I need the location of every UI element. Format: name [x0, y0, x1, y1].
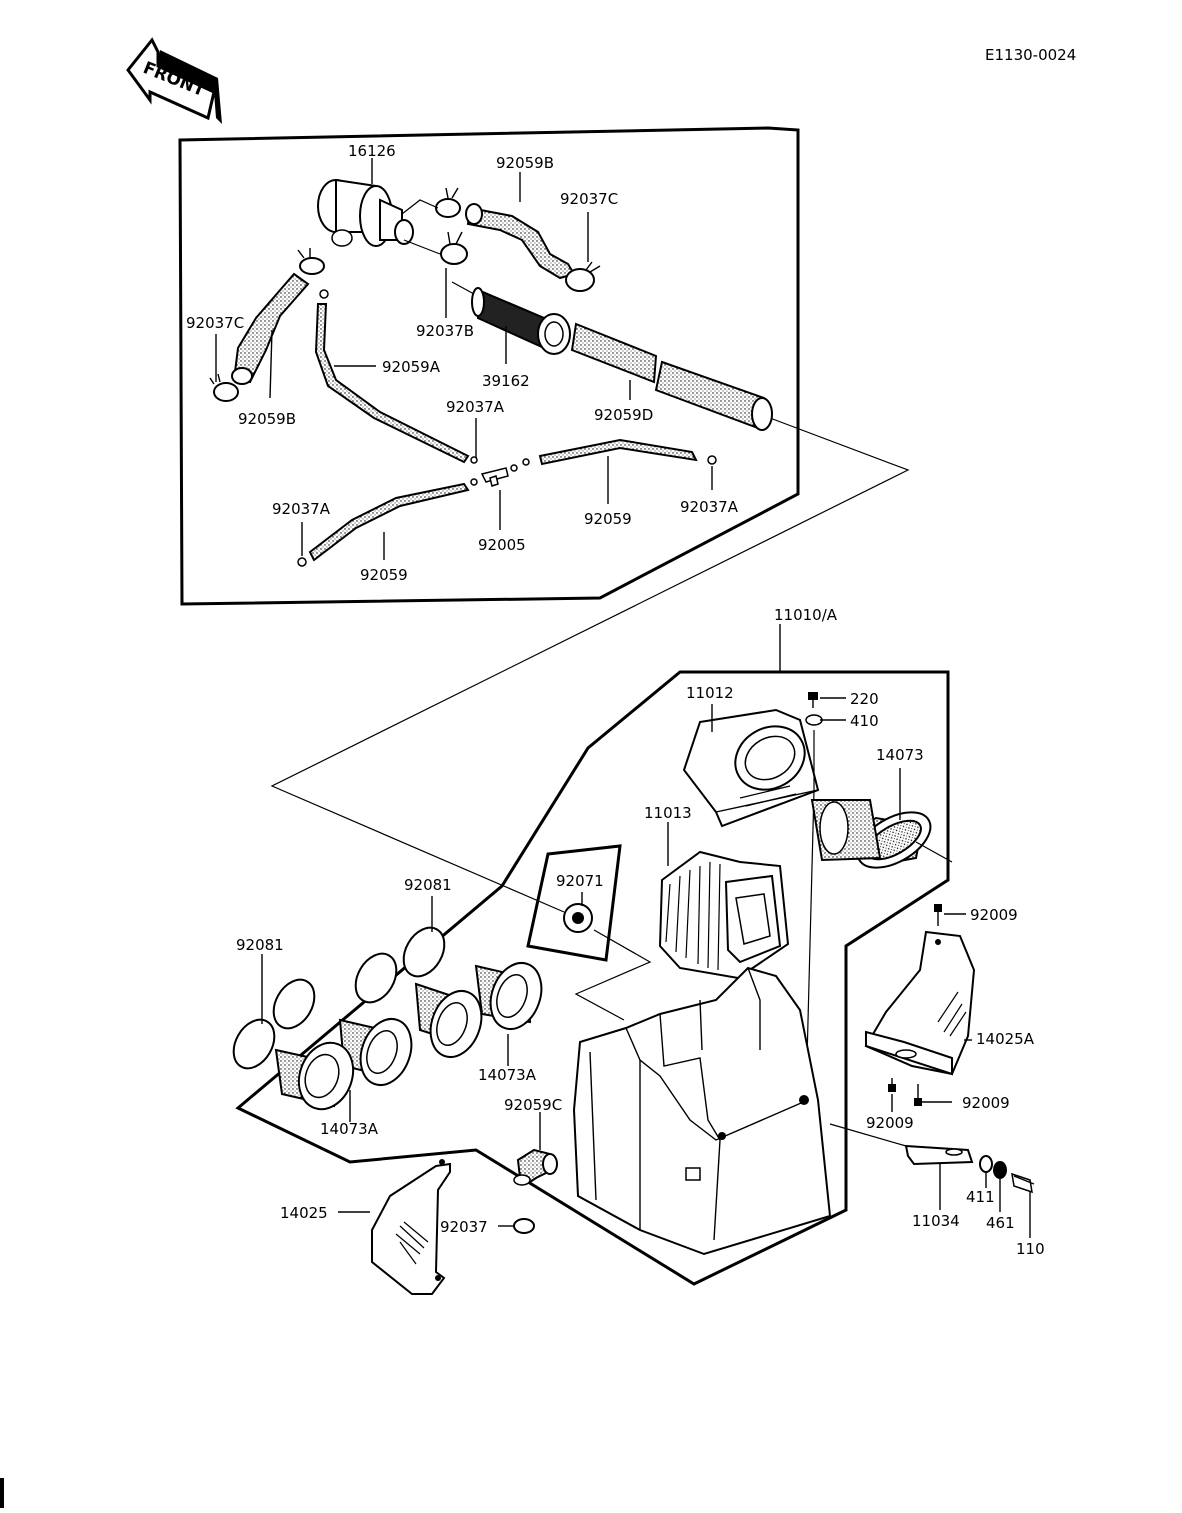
intake-duct-14073	[810, 799, 932, 869]
grommet-92071	[563, 903, 593, 933]
bolt-92009-top	[934, 904, 942, 926]
bolt-110	[1011, 1172, 1035, 1194]
nut-461	[993, 1161, 1007, 1179]
valve-housing-16126	[317, 178, 414, 247]
label-92059-left: 92059	[360, 566, 408, 584]
dashed-connector-upper	[270, 417, 910, 913]
rings-92081	[232, 926, 446, 1070]
hose-92059d	[570, 322, 658, 384]
washer-411	[979, 1155, 993, 1173]
label-220: 220	[850, 690, 879, 708]
air-box-housing	[572, 966, 832, 1256]
label-92037a-right: 92037A	[680, 498, 739, 516]
leader-lines-lower	[261, 697, 1031, 1238]
label-410: 410	[850, 712, 879, 730]
cover-14025	[371, 1159, 451, 1295]
label-92037a-mid: 92037A	[446, 398, 505, 416]
elbow-92059c	[513, 1148, 558, 1186]
bolt-92009-right	[914, 1084, 922, 1106]
cover-14025a	[864, 930, 976, 1076]
label-14025: 14025	[280, 1204, 328, 1222]
bracket-11034	[829, 1123, 974, 1166]
grommet-box	[526, 844, 622, 962]
label-92037: 92037	[440, 1218, 488, 1236]
screw-220	[808, 692, 818, 708]
clamp-92037c-top	[565, 261, 601, 292]
label-92059-right: 92059	[584, 510, 632, 528]
air-duct-cover-11012	[682, 708, 820, 828]
tube-92059-right	[538, 438, 698, 466]
tube-92059a	[314, 303, 470, 464]
part-labels: 16126 92059B 92037C 92037C 92037B 92059A…	[186, 142, 1045, 1258]
clamp-92037c-left	[209, 373, 239, 402]
leader-lines-upper	[215, 158, 713, 560]
label-11013: 11013	[644, 804, 692, 822]
label-11012: 11012	[686, 684, 734, 702]
bolt-92009-bottom	[888, 1078, 896, 1092]
label-92037b: 92037B	[416, 322, 474, 340]
clamp-valve-left	[297, 248, 325, 275]
label-92005: 92005	[478, 536, 526, 554]
label-11034: 11034	[912, 1212, 960, 1230]
label-92081-top: 92081	[404, 876, 452, 894]
breather-filter-39162	[451, 281, 571, 355]
upper-frame	[178, 126, 800, 606]
label-92059a: 92059A	[382, 358, 441, 376]
label-39162: 39162	[482, 372, 530, 390]
margin-mark	[0, 1478, 4, 1508]
clamp-92037	[513, 1218, 535, 1234]
label-92037c-left: 92037C	[186, 314, 244, 332]
label-92009-top: 92009	[970, 906, 1018, 924]
lower-frame	[235, 670, 950, 1286]
label-92009-bottom: 92009	[866, 1114, 914, 1132]
label-14073a-right: 14073A	[478, 1066, 537, 1084]
hose-92059b-top	[466, 206, 576, 280]
label-92037c-top: 92037C	[560, 190, 618, 208]
label-92059b-top: 92059B	[496, 154, 554, 172]
label-92059b-left: 92059B	[238, 410, 296, 428]
label-110: 110	[1016, 1240, 1045, 1258]
label-14025a: 14025A	[976, 1030, 1035, 1048]
label-92037a-left: 92037A	[272, 500, 331, 518]
label-92081-left: 92081	[236, 936, 284, 954]
label-14073a-left: 14073A	[320, 1120, 379, 1138]
label-16126: 16126	[348, 142, 396, 160]
intake-ducts-14073a	[274, 962, 543, 1111]
label-92071: 92071	[556, 872, 604, 890]
label-461: 461	[986, 1214, 1015, 1232]
tube-92059-left	[308, 482, 470, 562]
label-92009-right: 92009	[962, 1094, 1010, 1112]
label-11010a: 11010/A	[774, 606, 838, 624]
filter-element-11013	[658, 850, 790, 980]
label-92059c: 92059C	[504, 1096, 562, 1114]
document-id: E1130-0024	[985, 46, 1076, 64]
hose-92059d-long	[654, 360, 766, 430]
front-arrow-icon: FRONT	[126, 37, 222, 124]
label-14073: 14073	[876, 746, 924, 764]
t-fitting-92005	[470, 456, 530, 487]
label-411: 411	[966, 1188, 995, 1206]
clamp-92037b-lower	[403, 231, 468, 265]
clamp-92037b-upper	[401, 187, 461, 218]
label-92059d: 92059D	[594, 406, 653, 424]
washer-410	[805, 714, 823, 726]
